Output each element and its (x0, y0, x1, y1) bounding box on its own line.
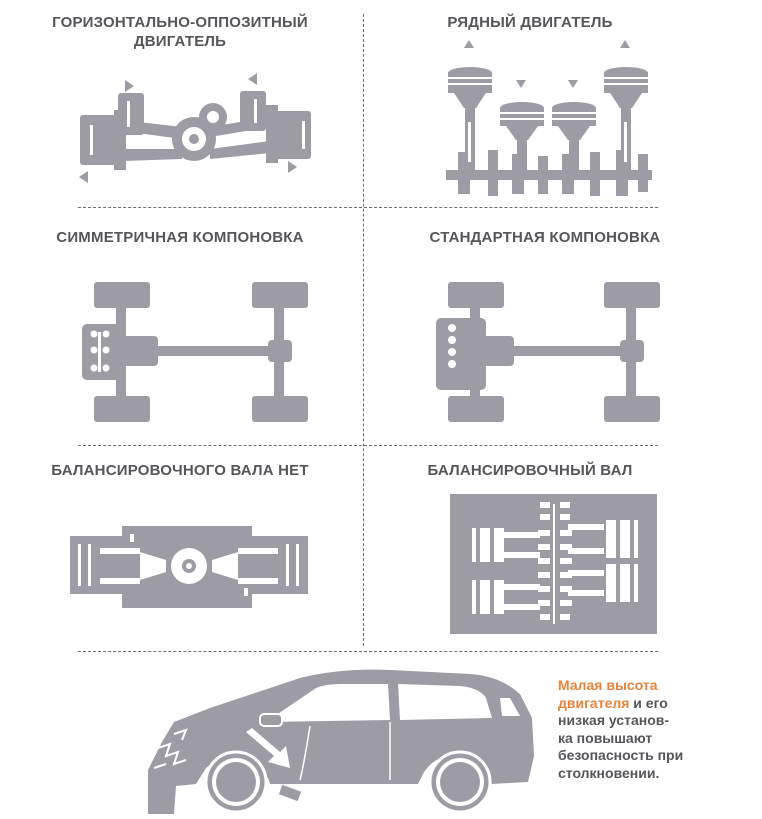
wheel-icon (604, 396, 660, 422)
vertical-divider (363, 14, 364, 646)
wheel-icon (448, 396, 504, 422)
balance-shaft-heading: БАЛАНСИРОВОЧНЫЙ ВАЛ (427, 462, 633, 479)
inline-engine-illustration (446, 40, 652, 196)
boxer-engine-heading: ГОРИЗОНТАЛЬНО-ОППОЗИТНЫЙ ДВИГАТЕЛЬ (52, 14, 308, 50)
no-balance-shaft-illustration (70, 526, 308, 608)
note-line-4: ка повышают (558, 729, 653, 746)
wheel-icon (604, 282, 660, 308)
engine-block-icon (436, 318, 486, 390)
note-line-6: столкновении. (558, 764, 660, 781)
wheel-icon (448, 282, 504, 308)
symmetric-layout-heading: СИММЕТРИЧНАЯ КОМПОНОВКА (56, 229, 304, 246)
wheel-icon (252, 282, 308, 308)
note-rest-2: и его (629, 694, 668, 711)
horizontal-divider-3 (78, 651, 658, 652)
arrow-triangle-icon (79, 73, 297, 183)
inline-engine-heading: РЯДНЫЙ ДВИГАТЕЛЬ (447, 14, 613, 31)
note-accent-1: Малая высота (558, 677, 658, 693)
note-accent-2: двигателя (558, 694, 630, 711)
wheel-icon (252, 396, 308, 422)
wheel-icon (94, 396, 150, 422)
car-silhouette-icon (148, 669, 534, 814)
horizontal-divider-2 (78, 445, 658, 446)
no-balance-shaft-heading: БАЛАНСИРОВОЧНОГО ВАЛА НЕТ (51, 462, 309, 479)
boxer-engine-illustration (79, 73, 311, 183)
wheel-icon (94, 282, 150, 308)
balance-shaft-illustration (450, 494, 657, 634)
safety-note: Малая высота двигателя и его низкая уста… (558, 677, 698, 782)
symmetric-layout-illustration (82, 282, 308, 422)
note-line-3: низкая установ- (558, 712, 670, 728)
note-line-5: безопасность при (558, 747, 684, 763)
horizontal-divider-1 (78, 207, 658, 208)
standard-layout-illustration (436, 282, 660, 422)
standard-layout-heading: СТАНДАРТНАЯ КОМПОНОВКА (429, 229, 661, 246)
